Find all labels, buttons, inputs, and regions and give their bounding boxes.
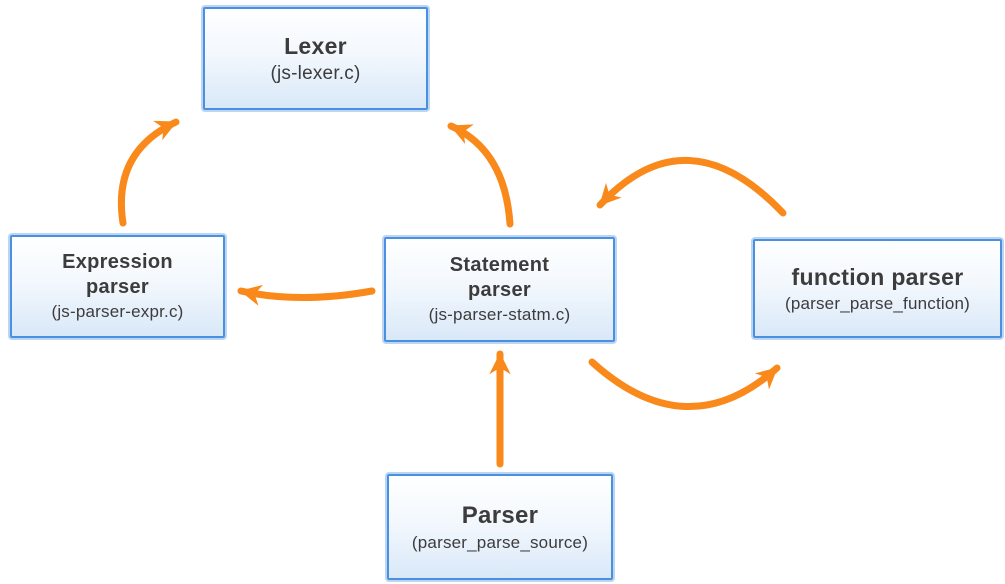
node-lexer: Lexer (js-lexer.c) bbox=[203, 7, 428, 110]
node-parser-subtitle: (parser_parse_source) bbox=[411, 533, 589, 552]
node-function-parser-title: function parser bbox=[791, 263, 964, 290]
node-lexer-subtitle: (js-lexer.c) bbox=[270, 62, 361, 84]
node-statement-parser-subtitle: (js-parser-statm.c) bbox=[428, 305, 571, 325]
node-lexer-title: Lexer bbox=[284, 32, 347, 59]
node-expression-parser-subtitle: (js-parser-expr.c) bbox=[51, 302, 184, 322]
node-expression-parser: Expression parser (js-parser-expr.c) bbox=[10, 235, 225, 338]
edge-statement-parser-to-expression-parser-arrow bbox=[237, 284, 376, 306]
node-expression-parser-title: Expression parser bbox=[62, 251, 173, 298]
node-function-parser: function parser (parser_parse_function) bbox=[753, 239, 1002, 338]
edge-statement-parser-to-lexer-arrow bbox=[447, 122, 514, 228]
node-parser-title: Parser bbox=[461, 501, 539, 529]
node-function-parser-subtitle: (parser_parse_function) bbox=[784, 293, 971, 313]
edge-expression-parser-to-lexer-arrow bbox=[117, 118, 180, 227]
node-statement-parser-title: Statement parser bbox=[449, 254, 550, 301]
node-parser: Parser (parser_parse_source) bbox=[387, 474, 613, 580]
edge-function-parser-to-statement-parser-arrow bbox=[596, 157, 787, 217]
node-statement-parser: Statement parser (js-parser-statm.c) bbox=[384, 237, 615, 342]
edge-statement-parser-to-function-parser-arrow bbox=[588, 358, 781, 410]
